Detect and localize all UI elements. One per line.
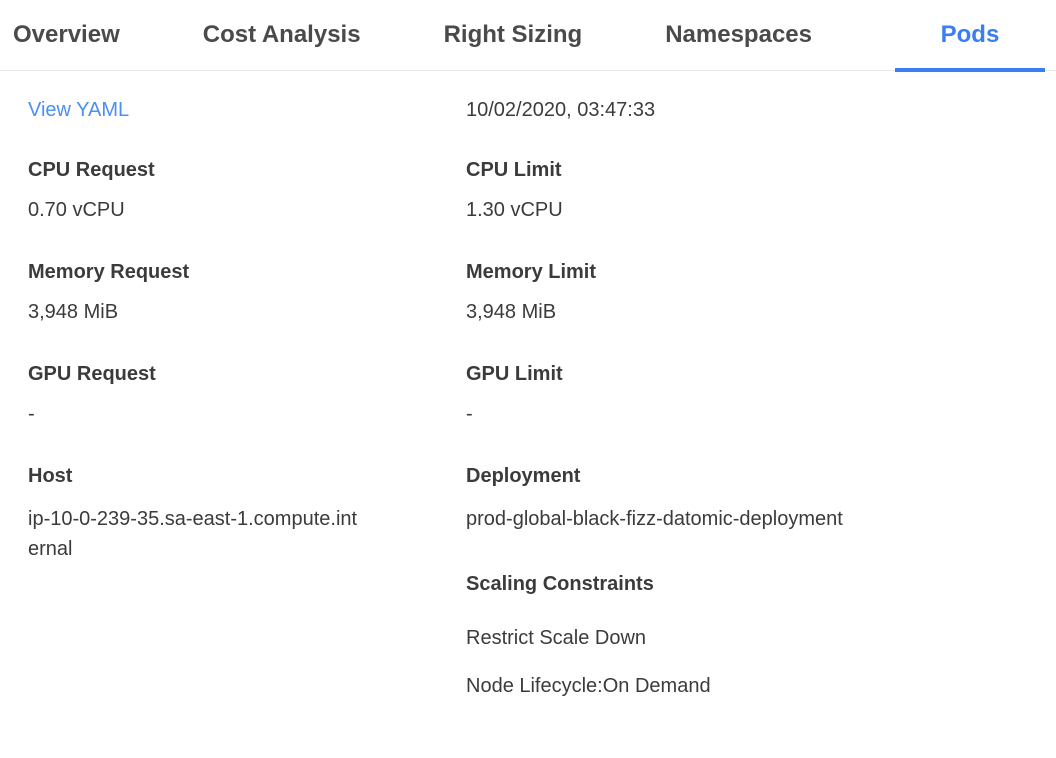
scaling-constraints-section: Scaling Constraints Restrict Scale Down … (466, 572, 1056, 698)
gpu-limit-value: - (466, 403, 473, 425)
scaling-constraints-label: Scaling Constraints (466, 573, 654, 595)
gpu-limit-label: GPU Limit (466, 363, 563, 385)
tab-right-sizing[interactable]: Right Sizing (443, 21, 583, 48)
field-cpu-limit: CPU Limit 1.30 vCPU (466, 158, 1056, 222)
tab-cost-analysis[interactable]: Cost Analysis (202, 21, 361, 48)
scaling-item-node-lifecycle: Node Lifecycle:On Demand (466, 675, 711, 697)
pod-detail-panel: View YAML CPU Request 0.70 vCPU Memory R… (0, 71, 1056, 698)
deployment-label: Deployment (466, 465, 581, 487)
host-link[interactable]: ip-10-0-239-35.sa-east-1.compute.interna… (28, 508, 358, 560)
gpu-request-value: - (28, 403, 35, 425)
cpu-limit-value: 1.30 vCPU (466, 199, 563, 221)
last-updated-timestamp: 10/02/2020, 03:47:33 (466, 99, 656, 121)
field-memory-request: Memory Request 3,948 MiB (28, 260, 466, 324)
field-host: Host ip-10-0-239-35.sa-east-1.compute.in… (28, 464, 466, 564)
detail-left-column: View YAML CPU Request 0.70 vCPU Memory R… (28, 96, 466, 602)
gpu-request-label: GPU Request (28, 363, 156, 385)
field-memory-limit: Memory Limit 3,948 MiB (466, 260, 1056, 324)
detail-right-column: 10/02/2020, 03:47:33 CPU Limit 1.30 vCPU… (466, 96, 1056, 698)
memory-request-label: Memory Request (28, 261, 190, 283)
memory-request-value: 3,948 MiB (28, 301, 119, 323)
host-label: Host (28, 465, 73, 487)
tab-bar: Overview Cost Analysis Right Sizing Name… (0, 0, 1056, 72)
field-deployment: Deployment prod-global-black-fizz-datomi… (466, 464, 1056, 534)
cpu-request-value: 0.70 vCPU (28, 199, 125, 221)
cpu-request-label: CPU Request (28, 159, 155, 181)
cpu-limit-label: CPU Limit (466, 159, 562, 181)
field-cpu-request: CPU Request 0.70 vCPU (28, 158, 466, 222)
tab-pods[interactable]: Pods (894, 0, 1045, 72)
view-yaml-link[interactable]: View YAML (28, 99, 130, 121)
scaling-item-restrict-scale-down: Restrict Scale Down (466, 627, 647, 649)
field-gpu-limit: GPU Limit - (466, 362, 1056, 426)
tab-namespaces[interactable]: Namespaces (665, 21, 812, 48)
tab-overview[interactable]: Overview (13, 21, 120, 48)
field-gpu-request: GPU Request - (28, 362, 466, 426)
memory-limit-value: 3,948 MiB (466, 301, 557, 323)
deployment-link[interactable]: prod-global-black-fizz-datomic-deploymen… (466, 508, 843, 530)
memory-limit-label: Memory Limit (466, 261, 597, 283)
